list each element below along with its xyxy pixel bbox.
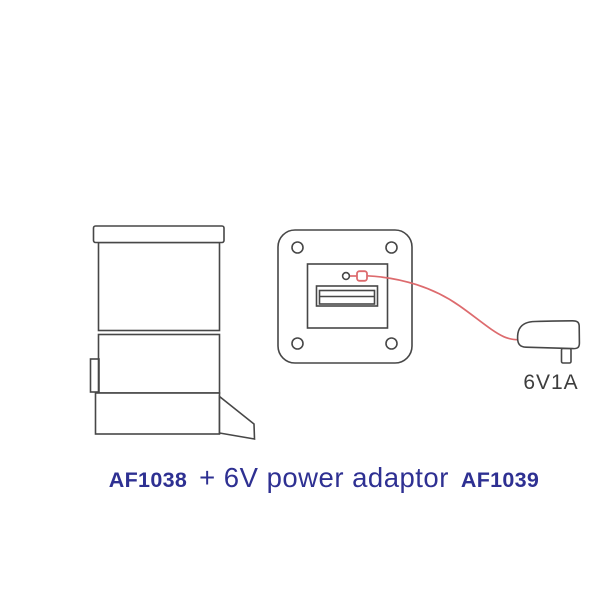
power-cable bbox=[350, 270, 520, 341]
screw-hole-bottom-right bbox=[385, 337, 398, 350]
feeder-base bbox=[94, 392, 221, 435]
caption-product-code-right: AF1039 bbox=[460, 468, 540, 492]
adaptor-plug-pin bbox=[560, 347, 572, 364]
caption-product-code-left: AF1038 bbox=[108, 468, 188, 492]
screw-hole-top-right bbox=[385, 241, 398, 254]
adaptor-body bbox=[516, 319, 581, 350]
feeder-lid bbox=[92, 225, 225, 244]
battery-slot-outer bbox=[315, 285, 379, 307]
feeder-body-middle bbox=[97, 333, 221, 394]
adaptor-rating-label: 6V1A bbox=[523, 371, 579, 394]
feeder-body-upper bbox=[97, 241, 221, 332]
feeder-side-tab bbox=[89, 358, 100, 393]
caption-connector-text: + 6V power adaptor bbox=[199, 462, 449, 493]
plate-recess bbox=[306, 263, 389, 329]
power-jack-socket bbox=[341, 271, 351, 281]
screw-hole-top-left bbox=[291, 241, 304, 254]
mounting-plate bbox=[277, 229, 413, 364]
cable-wire bbox=[366, 274, 520, 341]
power-adaptor bbox=[516, 319, 581, 364]
screw-hole-bottom-left bbox=[291, 337, 304, 350]
dc-plug bbox=[356, 270, 368, 282]
feeder-chute bbox=[218, 394, 256, 440]
caption: AF1038 + 6V power adaptor AF1039 bbox=[24, 462, 600, 494]
feeder-unit bbox=[89, 225, 256, 440]
